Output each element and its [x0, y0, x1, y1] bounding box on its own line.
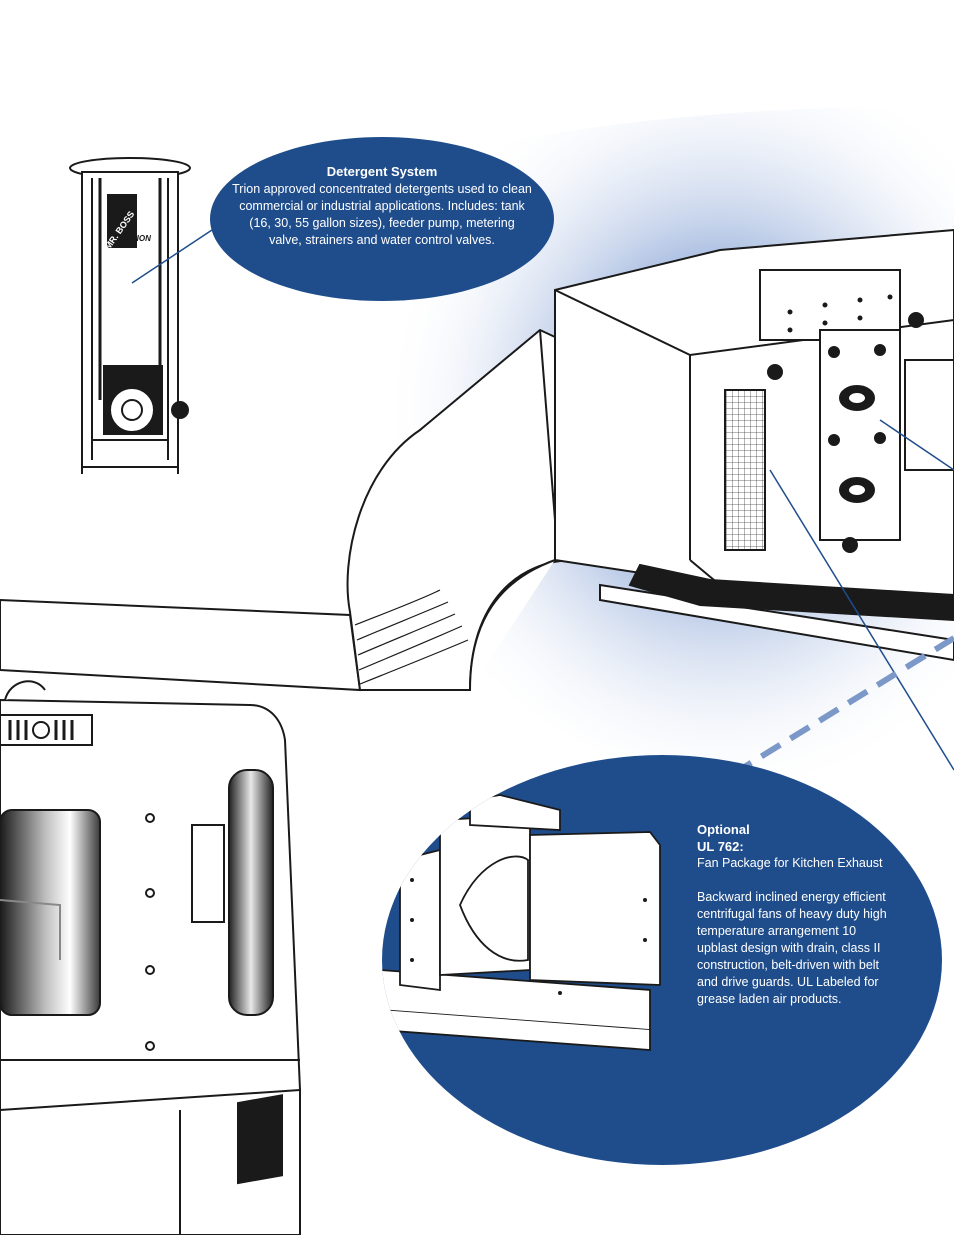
air-cleaner-unit — [554, 228, 954, 662]
fan-title-line1: Optional — [697, 822, 750, 837]
fan-package — [382, 794, 661, 1051]
unit-leader-line-1 — [769, 469, 954, 771]
detergent-leader-line — [131, 227, 216, 284]
fan-package-callout: Optional UL 762: Fan Package for Kitchen… — [697, 821, 897, 1008]
fan-subtitle: Fan Package for Kitchen Exhaust — [697, 856, 883, 870]
detergent-body: Trion approved concentrated detergents u… — [232, 182, 532, 247]
detergent-callout-oval — [210, 137, 554, 301]
unit-leader-line-2 — [879, 419, 954, 471]
tank-brand-b: TRION — [126, 234, 151, 243]
detergent-tank: MR. BOSS TRION — [69, 157, 191, 474]
fan-title-line2: UL 762: — [697, 839, 744, 854]
fan-body: Backward inclined energy efficient centr… — [697, 890, 887, 1006]
detergent-title: Detergent System — [326, 164, 438, 179]
detergent-callout: Detergent System Trion approved concentr… — [232, 163, 532, 249]
kitchen-cabinet — [0, 680, 301, 1235]
